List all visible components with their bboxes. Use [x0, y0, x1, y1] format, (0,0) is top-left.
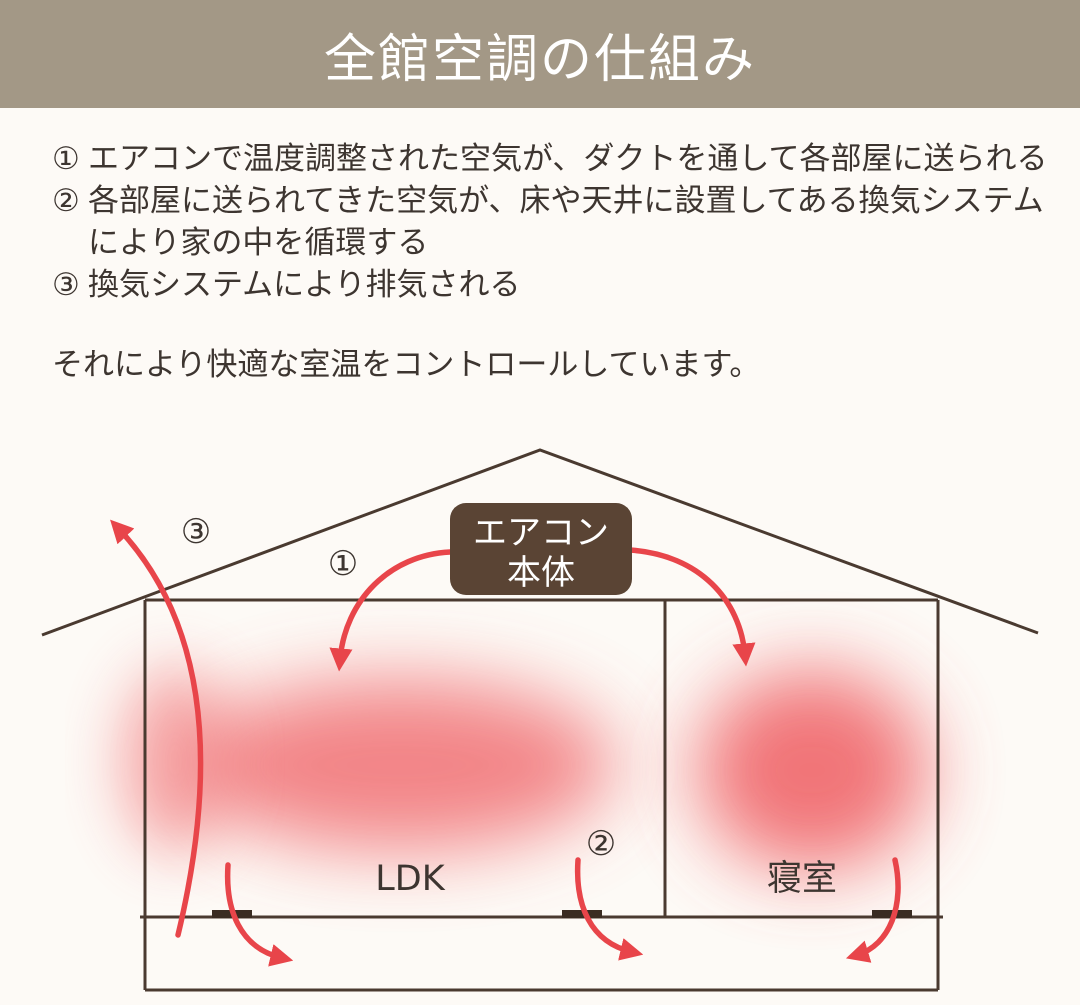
roof-line — [41, 448, 1039, 637]
step-2: ② 各部屋に送られてきた空気が、床や天井に設置してある換気システムにより家の中を… — [52, 180, 1052, 264]
room-label-ldk: LDK — [375, 859, 445, 899]
arrow-circulate-bedroom — [845, 857, 901, 963]
step-number: ③ — [52, 267, 80, 303]
arrow-supply-ldk — [329, 549, 453, 672]
arrow-exhaust — [110, 519, 204, 938]
step-number: ① — [52, 141, 80, 177]
heat-glow-ldk-left — [120, 665, 230, 855]
marker-2: ② — [586, 824, 616, 864]
heat-glows — [120, 665, 927, 870]
house-outline — [41, 448, 1039, 992]
step-text: エアコンで温度調整された空気が、ダクトを通して各部屋に送られる — [88, 141, 1048, 177]
description: ① エアコンで温度調整された空気が、ダクトを通して各部屋に送られる ② 各部屋に… — [52, 138, 1052, 386]
house-diagram: エアコン 本体 ① ② ③ LDK 寝室 — [41, 448, 1039, 992]
vent-ldk-right — [562, 910, 602, 918]
ac-unit-label-line1: エアコン — [473, 513, 609, 553]
step-number: ② — [52, 183, 80, 219]
arrow-circulate-ldk-right — [574, 857, 644, 961]
room-label-bedroom: 寝室 — [767, 859, 837, 899]
ac-unit: エアコン 本体 — [450, 503, 632, 595]
airflow-arrows — [110, 519, 901, 967]
page-title: 全館空調の仕組み — [323, 29, 756, 90]
step-text: 各部屋に送られてきた空気が、床や天井に設置してある換気システムにより家の中を循環… — [88, 183, 1044, 261]
header-banner: 全館空調の仕組み — [0, 0, 1080, 108]
arrow-circulate-ldk-left — [224, 862, 294, 967]
heat-glow-ldk-main — [185, 680, 615, 850]
summary-text: それにより快適な室温をコントロールしています。 — [52, 347, 761, 383]
step-text: 換気システムにより排気される — [88, 267, 521, 303]
step-3: ③ 換気システムにより排気される — [52, 264, 1052, 306]
ac-unit-box — [450, 503, 632, 595]
heat-glow-bedroom — [697, 670, 927, 870]
arrow-supply-bedroom — [627, 547, 756, 667]
step-1: ① エアコンで温度調整された空気が、ダクトを通して各部屋に送られる — [52, 138, 1052, 180]
marker-1: ① — [328, 544, 358, 584]
ac-unit-label-line2: 本体 — [507, 553, 575, 593]
marker-3: ③ — [181, 512, 211, 552]
